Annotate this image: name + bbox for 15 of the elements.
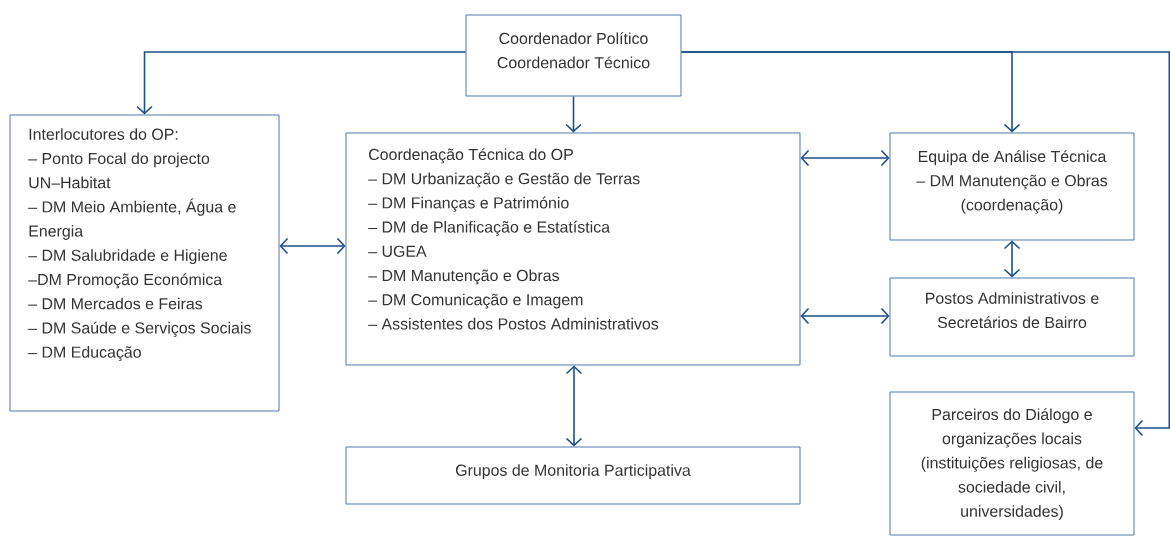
org-box: Postos Administrativos e Secretários de Bairro — [889, 277, 1135, 357]
arrow — [279, 237, 346, 255]
arrow — [680, 51, 1170, 437]
arrow — [565, 365, 583, 447]
arrow — [800, 149, 890, 167]
arrow — [1003, 240, 1021, 278]
org-box: Coordenador Político Coordenador Técnico — [465, 14, 682, 97]
arrow — [136, 51, 467, 115]
arrow — [565, 95, 582, 133]
org-box: Coordenação Técnica do OP – DM Urbanização e Gestão de Terras – DM Finanças e Património – DM de Planificação e Estatística – UGEA – DM Manutenção e Obras – DM Comunicação e Imagem – Assistentes dos Postos Administrativos — [345, 132, 801, 366]
org-box: Interlocutores do OP: – Ponto Focal do projecto UN–Habitat – DM Meio Ambiente, Água e Energia – DM Salubridade e Higiene –DM Promoção Económica – DM Mercados e Feiras – DM Saúde e Serviços Sociais – DM Educação — [9, 114, 280, 412]
org-box: Equipa de Análise Técnica – DM Manutenção e Obras (coordenação) — [889, 132, 1135, 241]
org-box: Parceiros do Diálogo e organizações locais (instituições religiosas, de sociedade civil, universidades) — [889, 391, 1135, 536]
org-box: Grupos de Monitoria Participativa — [345, 446, 801, 505]
arrow — [800, 307, 890, 325]
